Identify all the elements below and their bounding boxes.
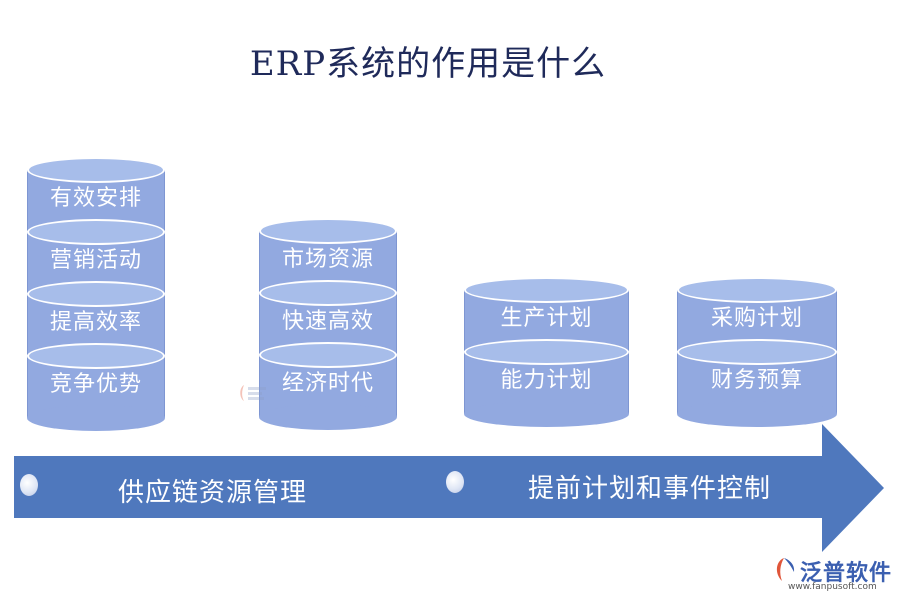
logo-name: 泛普软件 — [800, 561, 893, 586]
disk-top — [259, 342, 397, 368]
disk-top — [464, 339, 629, 365]
disk-top — [259, 280, 397, 306]
disk-bottom — [27, 405, 165, 431]
disk-bottom — [464, 401, 629, 427]
disk-bottom — [677, 401, 837, 427]
disk-label: 竞争优势 — [49, 372, 142, 397]
disk-label: 财务预算 — [710, 368, 803, 393]
disk-top — [259, 218, 397, 244]
arrow-label-left: 供应链资源管理 — [118, 478, 308, 508]
watermark-icon — [240, 385, 266, 401]
disk-item: 竞争优势 — [27, 343, 165, 431]
fanpu-logo-icon — [776, 558, 795, 581]
disk-label: 经济时代 — [281, 371, 374, 396]
disk-label: 有效安排 — [49, 186, 142, 211]
disk-top — [27, 157, 165, 183]
disk-label: 提高效率 — [49, 310, 142, 335]
disk-label: 生产计划 — [500, 306, 593, 331]
disk-top — [27, 281, 165, 307]
bullet-right-icon — [446, 471, 464, 493]
arrow-label-right: 提前计划和事件控制 — [528, 474, 772, 504]
disk-label: 快速高效 — [281, 309, 374, 334]
logo-url: www.fanpusoft.com — [788, 582, 877, 592]
disk-top — [677, 277, 837, 303]
disk-item: 财务预算 — [677, 339, 837, 427]
disk-label: 采购计划 — [710, 306, 803, 331]
disk-label: 市场资源 — [281, 247, 374, 272]
disk-top — [27, 219, 165, 245]
disk-label: 营销活动 — [49, 248, 142, 273]
disk-label: 能力计划 — [500, 368, 593, 393]
bullet-left-icon — [20, 474, 38, 496]
disk-top — [464, 277, 629, 303]
disk-bottom — [259, 404, 397, 430]
disk-item: 经济时代 — [259, 342, 397, 430]
disk-top — [677, 339, 837, 365]
diagram-title: ERP系统的作用是什么 — [249, 44, 607, 84]
disk-item: 能力计划 — [464, 339, 629, 427]
disk-top — [27, 343, 165, 369]
brand-logo: 泛普软件 www.fanpusoft.com — [770, 555, 900, 600]
